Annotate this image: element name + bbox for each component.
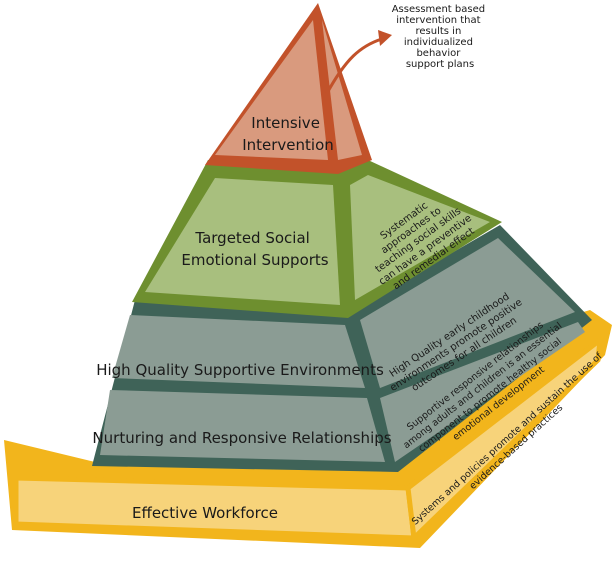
tier-intensive	[205, 3, 372, 174]
tier-universal	[92, 225, 592, 472]
tier-targeted	[132, 160, 502, 318]
targeted-label: Targeted Social Emotional Supports	[181, 229, 328, 269]
intensive-label: Intensive Intervention	[242, 114, 334, 154]
callout-arrow-icon	[324, 30, 392, 96]
environments-label: High Quality Supportive Environments	[96, 361, 384, 379]
workforce-label: Effective Workforce	[132, 504, 278, 522]
relationships-label: Nurturing and Responsive Relationships	[92, 429, 391, 447]
callout-text: Assessment based intervention that resul…	[392, 4, 489, 70]
